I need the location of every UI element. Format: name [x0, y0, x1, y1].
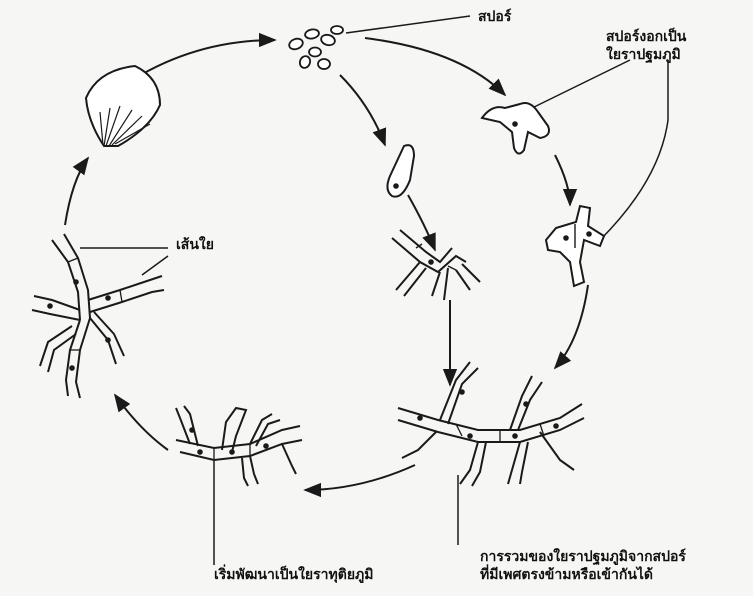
label-fusion-line2: ที่มีเพศตรงข้ามหรือเข้ากันได้ — [480, 566, 686, 584]
label-fusion: การรวมของใยราปฐมภูมิจากสปอร์ ที่มีเพศตรง… — [480, 548, 686, 584]
label-spore-germination: สปอร์งอกเป็น ใยราปฐมภูมิ — [606, 28, 686, 64]
arrow-hyphae-to-mushroom — [65, 158, 88, 225]
germinating-spore-a-icon — [482, 103, 549, 154]
label-spore-germination-line2: ใยราปฐมภูมิ — [606, 46, 686, 64]
primary-mycelium-middle-icon — [392, 230, 480, 300]
leader-spore — [346, 16, 470, 33]
arrow-germination-to-branch — [555, 155, 570, 205]
label-fusion-line1: การรวมของใยราปฐมภูมิจากสปอร์ — [480, 548, 686, 566]
arrow-branch-to-fusion — [555, 285, 588, 368]
secondary-mycelium-icon — [176, 406, 302, 486]
arrow-secondary-to-hyphae — [115, 395, 168, 450]
leader-germination-1 — [528, 60, 630, 110]
arrow-spores-to-second-strain — [340, 75, 385, 145]
label-spore: สปอร์ — [478, 8, 511, 26]
germinating-spore-b-icon — [387, 145, 414, 197]
label-spore-germination-line1: สปอร์งอกเป็น — [606, 28, 686, 46]
leader-hypha-2 — [142, 256, 168, 275]
leader-germination-2 — [600, 60, 668, 240]
arrow-fusion-to-secondary — [305, 465, 415, 490]
primary-mycelium-right-icon — [546, 206, 604, 286]
arrow-second-strain-to-branch — [408, 195, 435, 250]
mushroom-cap-icon — [86, 66, 160, 146]
label-secondary-mycelium: เริ่มพัฒนาเป็นใยราทุติยภูมิ — [214, 566, 373, 584]
label-hypha: เส้นใย — [176, 236, 214, 254]
fused-mycelium-icon — [398, 362, 584, 486]
hyphae-cluster-icon — [32, 234, 164, 398]
spores-icon — [288, 26, 343, 69]
arrow-spores-to-germination — [365, 38, 505, 95]
